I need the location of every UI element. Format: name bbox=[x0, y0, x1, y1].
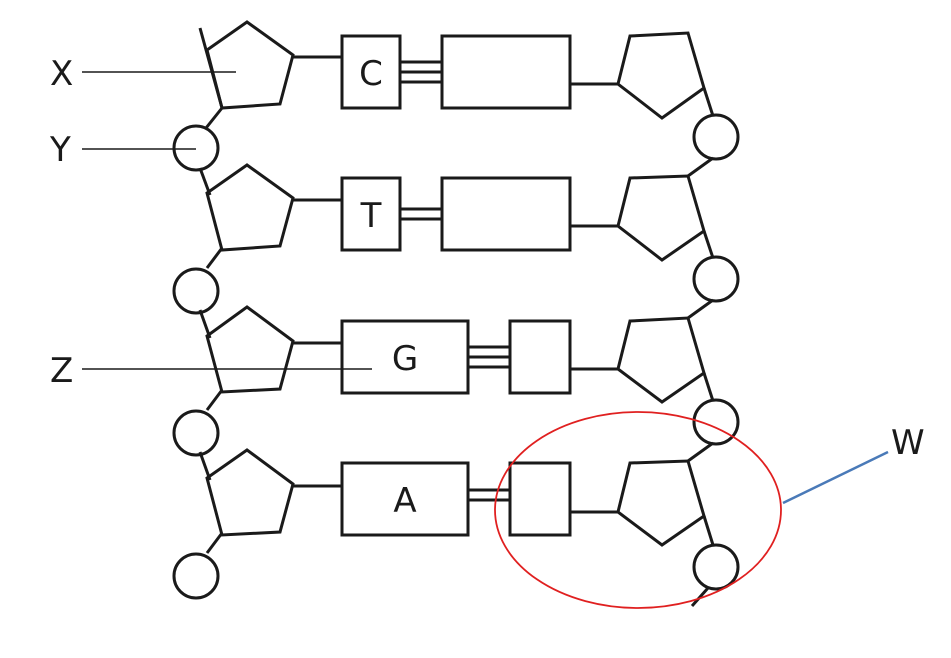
right-backbone-segment bbox=[702, 230, 715, 259]
right-phosphate-circle bbox=[692, 543, 740, 591]
left-phosphate-circle bbox=[172, 552, 220, 600]
right-backbone-segment bbox=[702, 372, 715, 402]
left-sugar-pentagon bbox=[205, 20, 295, 110]
right-backbone-segment bbox=[687, 156, 714, 178]
right-backbone-segment bbox=[702, 87, 715, 117]
right-sugar-pentagon bbox=[616, 174, 706, 262]
left-phosphate-circle bbox=[172, 124, 220, 172]
highlight-ellipse bbox=[494, 411, 782, 609]
base-letter-t: T bbox=[360, 196, 382, 236]
label-z: Z bbox=[50, 351, 73, 391]
label-w: W bbox=[891, 423, 925, 463]
left-backbone-segment bbox=[204, 107, 224, 129]
right-phosphate-circle bbox=[692, 113, 740, 161]
right-backbone-segment bbox=[687, 441, 714, 463]
base-letter-g: G bbox=[392, 339, 418, 379]
left-backbone-segment bbox=[205, 389, 224, 411]
right-base-box bbox=[508, 319, 572, 395]
right-sugar-pentagon bbox=[616, 31, 706, 120]
left-backbone-segment bbox=[205, 532, 224, 554]
left-backbone-segment bbox=[205, 247, 224, 269]
base-letter-c: C bbox=[359, 54, 383, 94]
right-sugar-pentagon bbox=[616, 459, 706, 547]
label-y: Y bbox=[49, 130, 71, 170]
right-backbone-segment bbox=[687, 298, 714, 320]
left-phosphate-circle bbox=[172, 409, 220, 457]
right-base-box bbox=[440, 176, 572, 252]
left-phosphate-circle bbox=[172, 267, 220, 315]
label-w-pointer bbox=[782, 450, 889, 505]
right-backbone-segment bbox=[690, 587, 710, 607]
right-sugar-pentagon bbox=[616, 316, 706, 404]
label-x: X bbox=[50, 54, 73, 94]
base-letter-a: A bbox=[393, 481, 416, 521]
left-sugar-pentagon bbox=[205, 448, 295, 537]
right-backbone-segment bbox=[702, 515, 715, 546]
right-base-box bbox=[508, 461, 572, 537]
right-phosphate-circle bbox=[692, 398, 740, 446]
right-phosphate-circle bbox=[692, 255, 740, 303]
right-base-box bbox=[440, 34, 572, 110]
left-base-box-t bbox=[340, 176, 402, 252]
left-sugar-pentagon bbox=[205, 163, 295, 252]
left-sugar-pentagon bbox=[205, 305, 295, 394]
